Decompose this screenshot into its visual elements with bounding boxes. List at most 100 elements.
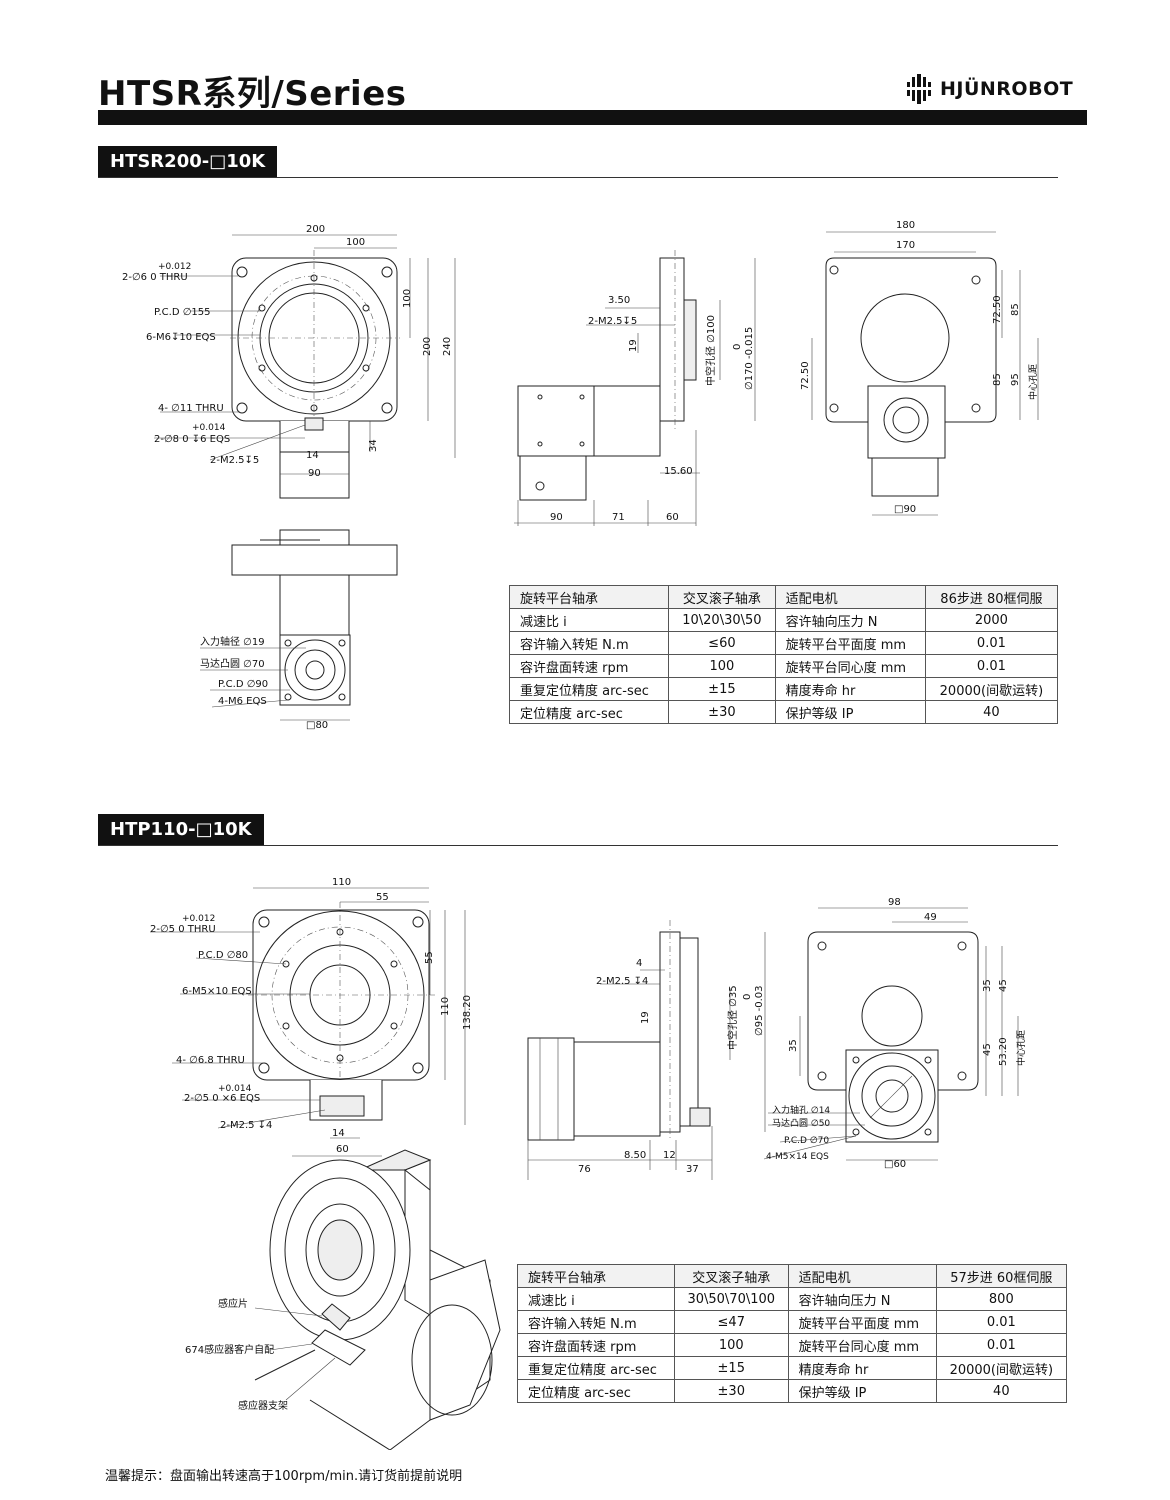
table-row: 定位精度 arc-sec ±30 保护等级 IP 40: [508, 700, 1059, 724]
table-cell: 800: [935, 1287, 1068, 1311]
table-cell: 20000(间歇运转): [935, 1356, 1068, 1380]
table-cell: 旋转平台平面度 mm: [774, 631, 926, 655]
table-row: 重复定位精度 arc-sec ±15 精度寿命 hr 20000(间歇运转): [508, 677, 1059, 701]
note-text: +0.012: [158, 262, 191, 272]
label-text: 4-M5×14 EQS: [766, 1152, 829, 1162]
dim-text: 85: [992, 373, 1003, 386]
htp110-front-view: 110 55 55 110 138.20 14 60 +0.012 2-∅5 0…: [150, 877, 473, 1157]
dim-text: 8.50: [624, 1150, 646, 1161]
label-text: 入力轴孔 ∅14: [772, 1104, 830, 1116]
dim-text: 72.50: [992, 295, 1003, 324]
table-cell: 适配电机: [787, 1264, 937, 1288]
table-cell: 容许轴向压力 N: [787, 1287, 937, 1311]
table-cell: 重复定位精度 arc-sec: [508, 677, 670, 701]
table-cell: 57步进 60框伺服: [935, 1264, 1068, 1288]
dim-text: 60: [666, 512, 679, 523]
label-text: 674感应器客户自配: [185, 1343, 274, 1356]
dim-text: 53.20: [998, 1037, 1009, 1066]
table-row: 容许输入转矩 N.m ≤60 旋转平台平面度 mm 0.01: [508, 631, 1059, 655]
table-cell: 40: [924, 700, 1059, 724]
note-text: 2-∅5 0 THRU: [150, 924, 216, 935]
dim-text: 中空孔径 ∅35: [726, 985, 739, 1050]
dim-text: 15.60: [664, 466, 693, 477]
dim-text: 100: [402, 289, 413, 308]
table-cell: 0.01: [935, 1310, 1068, 1334]
table-cell: 10\20\30\50: [668, 608, 776, 632]
dim-text: 200: [306, 224, 325, 235]
table-cell: 0.01: [924, 631, 1059, 655]
table-cell: 保护等级 IP: [787, 1379, 937, 1403]
table-cell: 保护等级 IP: [774, 700, 926, 724]
table-cell: ±30: [673, 1379, 789, 1403]
table-cell: 容许输入转矩 N.m: [517, 1310, 675, 1334]
table-cell: 30\50\70\100: [673, 1287, 789, 1311]
note-text: 2-∅6 0 THRU: [122, 272, 188, 283]
note-text: P.C.D ∅80: [198, 950, 248, 961]
dim-text: 14: [332, 1128, 345, 1139]
label-text: 感应器支架: [238, 1399, 288, 1412]
dim-text: 中心孔距: [1015, 1030, 1027, 1066]
table-row: 容许盘面转速 rpm 100 旋转平台同心度 mm 0.01: [517, 1333, 1068, 1357]
dim-text: 37: [686, 1164, 699, 1175]
brand-logo: HJÜNROBOT: [906, 72, 1096, 106]
note-text: 2-∅8 0 ↧6 EQS: [154, 434, 230, 445]
table-cell: 定位精度 arc-sec: [508, 700, 670, 724]
note-text: 2-M2.5 ↧4: [220, 1120, 272, 1131]
note-text: 2-M2.5↧5: [210, 455, 259, 466]
dim-text: 76: [578, 1164, 591, 1175]
note-text: +0.012: [182, 914, 215, 924]
htp110-iso-view: 感应片 674感应器客户自配 感应器支架: [185, 1149, 501, 1450]
table-row: 旋转平台轴承 交叉滚子轴承 适配电机 86步进 80框伺服: [508, 585, 1059, 609]
page-title: HTSR系列/Series: [98, 74, 407, 114]
dim-text: 34: [368, 439, 379, 452]
table-cell: ≤47: [673, 1310, 789, 1334]
dim-text: 90: [308, 468, 321, 479]
table-cell: 减速比 i: [508, 608, 670, 632]
label-text: 感应片: [218, 1297, 248, 1310]
htsr200-drawings: 200 100 100 200 240 34 14 90 +0.012 2-∅6…: [122, 220, 1039, 731]
dim-text: ∅95 -0.03: [754, 986, 765, 1037]
dim-text: 170: [896, 240, 915, 251]
table-row: 减速比 i 30\50\70\100 容许轴向压力 N 800: [517, 1287, 1068, 1311]
htp110-side-view: 4 2-M2.5 ↧4 19 中空孔径 ∅35 0 ∅95 -0.03 8.50…: [527, 920, 766, 1180]
htsr200-spec-table: 旋转平台轴承 交叉滚子轴承 适配电机 86步进 80框伺服 减速比 i 10\2…: [508, 585, 1059, 724]
htp110-spec-table: 旋转平台轴承 交叉滚子轴承 适配电机 57步进 60框伺服 减速比 i 30\5…: [517, 1264, 1068, 1403]
table-cell: 40: [935, 1379, 1068, 1403]
dim-text: 98: [888, 897, 901, 908]
table-row: 容许盘面转速 rpm 100 旋转平台同心度 mm 0.01: [508, 654, 1059, 678]
table-cell: ≤60: [668, 631, 776, 655]
table-cell: 容许盘面转速 rpm: [508, 654, 670, 678]
note-text: +0.014: [192, 423, 226, 433]
brand-logo-icon: [906, 74, 932, 104]
dim-text: □60: [884, 1159, 906, 1170]
table-row: 减速比 i 10\20\30\50 容许轴向压力 N 2000: [508, 608, 1059, 632]
dim-text: 55: [424, 951, 435, 964]
note-text: 6-M6↧10 EQS: [146, 332, 216, 343]
section-divider: [98, 845, 1058, 846]
dim-text: 35: [788, 1039, 799, 1052]
table-row: 重复定位精度 arc-sec ±15 精度寿命 hr 20000(间歇运转): [517, 1356, 1068, 1380]
table-row: 定位精度 arc-sec ±30 保护等级 IP 40: [517, 1379, 1068, 1403]
dim-text: 4: [636, 958, 642, 969]
table-cell: 2000: [924, 608, 1059, 632]
dim-text: 100: [346, 237, 365, 248]
table-cell: 精度寿命 hr: [774, 677, 926, 701]
label-text: □80: [306, 720, 328, 731]
dim-text: 19: [628, 339, 639, 352]
dim-text: 60: [336, 1144, 349, 1155]
dim-text: 12: [663, 1150, 676, 1161]
dim-text: 45: [982, 1043, 993, 1056]
table-cell: 旋转平台平面度 mm: [787, 1310, 937, 1334]
table-cell: 精度寿命 hr: [787, 1356, 937, 1380]
table-cell: ±15: [673, 1356, 789, 1380]
dim-text: 240: [442, 337, 453, 356]
dim-text: 19: [640, 1011, 651, 1024]
dim-text: 中空孔径 ∅100: [704, 315, 717, 386]
table-cell: 交叉滚子轴承: [668, 585, 776, 609]
note-text: 4- ∅6.8 THRU: [176, 1055, 245, 1066]
dim-text: 200: [422, 337, 433, 356]
table-cell: 旋转平台同心度 mm: [774, 654, 926, 678]
dim-text: 72.50: [800, 361, 811, 390]
table-cell: 交叉滚子轴承: [673, 1264, 789, 1288]
label-text: 马达凸圆 ∅70: [200, 658, 265, 670]
